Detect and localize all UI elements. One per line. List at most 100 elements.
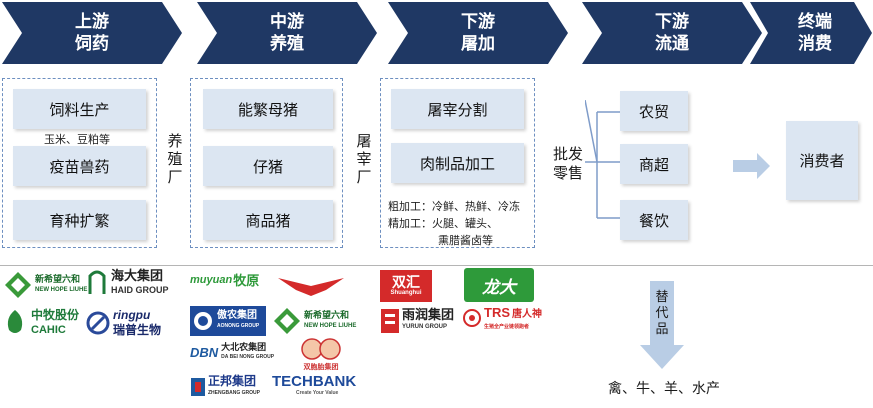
muyuan-cn: 牧原 bbox=[233, 273, 260, 288]
stage-processing-chevron: 下游屠加 bbox=[388, 2, 568, 64]
stage-upstream-chevron: 上游饲药 bbox=[2, 2, 182, 64]
vaccine-label: 疫苗兽药 bbox=[49, 157, 110, 176]
aonong-en: AONONG GROUP bbox=[217, 323, 260, 329]
wholesale-text: 批发 bbox=[553, 145, 584, 163]
stage-line1: 下游 bbox=[655, 12, 689, 32]
stage-line1: 上游 bbox=[75, 12, 109, 32]
vchar: 殖 bbox=[167, 150, 183, 168]
aonong-mark-icon bbox=[194, 312, 212, 330]
eagle-logo bbox=[276, 272, 346, 298]
channel-supermarket-box: 商超 bbox=[620, 144, 688, 184]
section-divider bbox=[0, 265, 873, 266]
newhope-mark-icon bbox=[274, 308, 300, 334]
wholesale-retail-label: 批发 零售 bbox=[553, 145, 583, 183]
piglet-label: 仔猪 bbox=[252, 157, 283, 176]
cahic-cn: 中牧股份 bbox=[31, 308, 80, 322]
slaughterhouse-vertical-label: 屠 宰 厂 bbox=[355, 132, 373, 186]
distribution-bracket bbox=[585, 100, 620, 219]
ringpu-en: ringpu bbox=[113, 308, 151, 322]
trs-cn: 唐人神 bbox=[512, 309, 542, 320]
hog-label: 商品猪 bbox=[245, 211, 291, 230]
vaccine-box: 疫苗兽药 bbox=[13, 146, 146, 186]
dbn-logo: DBN 大北农集团 DA BEI NONG GROUP bbox=[190, 342, 274, 362]
arrow-down-icon bbox=[640, 281, 684, 369]
haid-logo: 海大集团 HAID GROUP bbox=[86, 268, 169, 298]
slaughter-box: 屠宰分割 bbox=[391, 89, 524, 129]
zhengbang-en: ZHENGBANG GROUP bbox=[208, 390, 260, 396]
twin-piglets-icon bbox=[301, 338, 341, 360]
trs-sub: 生猪全产业链领跑者 bbox=[484, 324, 530, 330]
muyuan-en: MUYUAN bbox=[190, 273, 233, 286]
shuanghui-logo: 双汇 Shuanghui bbox=[380, 270, 432, 302]
channel-market-box: 农贸 bbox=[620, 91, 688, 131]
techbank-logo: TECHBANK Create Your Value bbox=[272, 373, 357, 397]
channel-catering-label: 餐饮 bbox=[638, 211, 669, 230]
longda-logo: 龙大 bbox=[464, 268, 534, 302]
hog-box: 商品猪 bbox=[203, 200, 333, 240]
processing-note-fine: 精加工：火腿、罐头、 bbox=[388, 217, 498, 230]
yurun-cn: 雨润集团 bbox=[402, 307, 455, 322]
farm-vertical-label: 养 殖 厂 bbox=[166, 132, 184, 186]
ringpu-mark-icon bbox=[86, 311, 110, 335]
stage-line2: 饲药 bbox=[75, 34, 109, 54]
ringpu-logo: ringpu 瑞普生物 bbox=[86, 308, 161, 338]
breeding-box: 育种扩繁 bbox=[13, 200, 146, 240]
sow-box: 能繁母猪 bbox=[203, 89, 333, 129]
stage-midstream-chevron: 中游养殖 bbox=[197, 2, 377, 64]
muyuan-logo: MUYUAN 牧原 bbox=[190, 270, 259, 289]
yurun-en: YURUN GROUP bbox=[402, 324, 448, 330]
newhope-cn: 新希望六和 bbox=[35, 274, 81, 284]
newhope2-logo: 新希望六和 NEW HOPE LIUHE bbox=[272, 306, 356, 336]
vchar: 代 bbox=[655, 306, 669, 321]
aonong-cn: 傲农集团 bbox=[217, 310, 257, 321]
stage-distribution-chevron: 下游流通 bbox=[582, 2, 762, 64]
feed-note: 玉米、豆粕等 bbox=[44, 133, 110, 146]
haid-cn: 海大集团 bbox=[111, 268, 164, 283]
stage-line2: 养殖 bbox=[270, 34, 304, 54]
chevron-shape bbox=[388, 2, 568, 64]
ringpu-cn: 瑞普生物 bbox=[113, 323, 162, 337]
retail-text: 零售 bbox=[553, 164, 584, 182]
piglet-box: 仔猪 bbox=[203, 146, 333, 186]
shuangbao-logo: 双胞胎集团 bbox=[300, 336, 342, 372]
trs-mark-icon bbox=[463, 308, 481, 327]
zhengbang-mark-icon bbox=[191, 378, 205, 396]
processing-note-rough: 粗加工：冷鲜、热鲜、冷冻 bbox=[388, 200, 520, 213]
eagle-wings-icon bbox=[278, 278, 344, 296]
shuanghui-en: Shuanghui bbox=[390, 290, 422, 296]
sow-label: 能繁母猪 bbox=[237, 100, 298, 119]
stage-line1: 下游 bbox=[461, 12, 495, 32]
vchar: 品 bbox=[655, 322, 669, 337]
newhope-logo: 新希望六和 NEW HOPE LIUHE bbox=[3, 270, 87, 300]
chevron-shape bbox=[750, 2, 872, 64]
arrow-right-icon bbox=[733, 153, 770, 179]
vchar: 养 bbox=[167, 132, 183, 150]
dbn-en: DBN bbox=[190, 344, 219, 360]
stage-line2: 消费 bbox=[798, 34, 832, 54]
techbank-en: TECHBANK bbox=[272, 373, 357, 390]
meat-processing-box: 肉制品加工 bbox=[391, 143, 524, 183]
techbank-sub: Create Your Value bbox=[296, 390, 339, 396]
feed-production-label: 饲料生产 bbox=[49, 100, 110, 119]
midstream-group bbox=[190, 78, 343, 248]
vchar: 屠 bbox=[356, 132, 372, 150]
yurun-mark-icon bbox=[381, 309, 399, 333]
newhope2-cn: 新希望六和 bbox=[304, 310, 350, 320]
stage-line2: 流通 bbox=[655, 34, 689, 54]
channel-catering-box: 餐饮 bbox=[620, 200, 688, 240]
vchar: 厂 bbox=[167, 168, 183, 186]
processing-note-fine-cont: 熏腊酱卤等 bbox=[438, 234, 493, 247]
newhope-mark-icon bbox=[5, 272, 31, 298]
cahic-en: CAHIC bbox=[31, 324, 66, 336]
substitute-items: 禽、牛、羊、水产 bbox=[608, 381, 720, 397]
newhope2-en: NEW HOPE LIUHE bbox=[304, 323, 357, 329]
dbn-sub: DA BEI NONG GROUP bbox=[221, 354, 275, 360]
shuanghui-cn: 双汇 bbox=[392, 274, 420, 290]
vchar: 替 bbox=[655, 290, 669, 305]
chevron-shape bbox=[2, 2, 182, 64]
shuangbao-cn: 双胞胎集团 bbox=[303, 364, 339, 371]
haid-en: HAID GROUP bbox=[111, 285, 169, 295]
vchar: 厂 bbox=[356, 168, 372, 186]
stage-line2: 屠加 bbox=[461, 34, 495, 54]
feed-production-box: 饲料生产 bbox=[13, 89, 146, 129]
